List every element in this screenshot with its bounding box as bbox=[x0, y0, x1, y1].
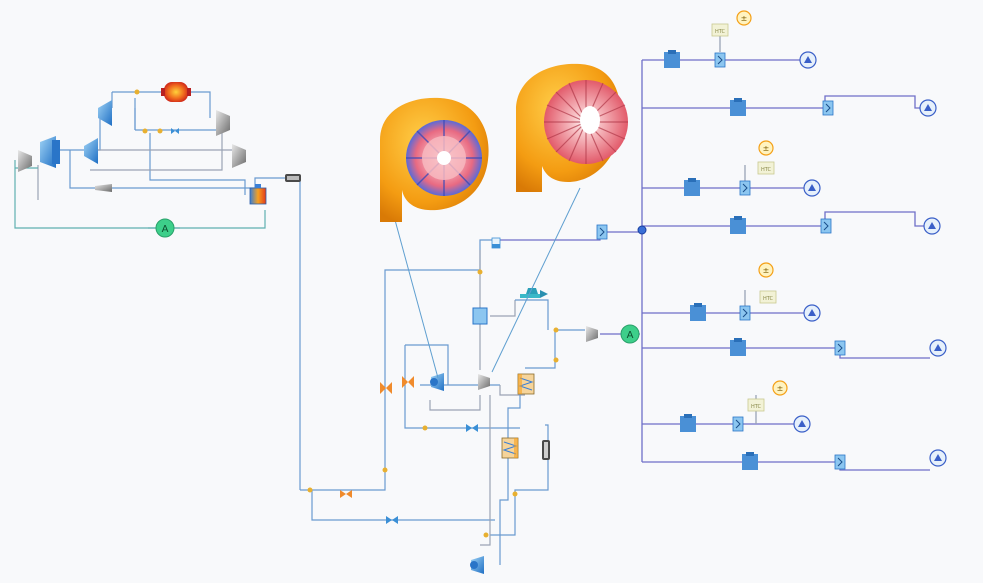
check-valve-3[interactable] bbox=[739, 180, 751, 196]
pump-blue-bottom[interactable] bbox=[470, 556, 484, 574]
turbine-gray-left[interactable] bbox=[18, 150, 32, 172]
htc-box-1[interactable]: HTC bbox=[711, 23, 729, 37]
check-valve-1[interactable] bbox=[714, 52, 726, 68]
pump-blue-mid[interactable] bbox=[84, 138, 98, 164]
cooling-row-4 bbox=[730, 216, 941, 235]
turbine-gray-top-right[interactable] bbox=[216, 110, 230, 136]
turbine-gray-mid-right[interactable] bbox=[232, 144, 246, 168]
cold-plate-4[interactable] bbox=[730, 216, 746, 234]
htc-badge-7[interactable]: ± bbox=[772, 380, 788, 396]
svg-text:HTC: HTC bbox=[761, 167, 772, 173]
outlet-valve-5[interactable] bbox=[803, 304, 821, 322]
htc-badge-5[interactable]: ± bbox=[758, 262, 774, 278]
cooling-row-6 bbox=[730, 338, 947, 357]
turbine-render-left[interactable] bbox=[380, 97, 489, 222]
cooling-row-3: HTC ± bbox=[684, 140, 821, 197]
valve-small-left[interactable] bbox=[171, 128, 179, 134]
check-valve-4[interactable] bbox=[820, 218, 832, 234]
outlet-valve-8[interactable] bbox=[929, 449, 947, 467]
outlet-valve-4[interactable] bbox=[923, 217, 941, 235]
bus-junction bbox=[637, 225, 647, 235]
valve-orange-2[interactable] bbox=[402, 376, 414, 388]
cooling-row-2 bbox=[730, 98, 937, 117]
outlet-valve-3[interactable] bbox=[803, 179, 821, 197]
outlet-valve-2[interactable] bbox=[919, 99, 937, 117]
htc-badge-3[interactable]: ± bbox=[758, 140, 774, 156]
cold-plate-8[interactable] bbox=[742, 452, 758, 470]
center-subsystem-pipes bbox=[300, 231, 640, 565]
heat-exchanger-center-top[interactable] bbox=[517, 373, 535, 395]
svg-text:±: ± bbox=[777, 384, 784, 393]
cooling-row-1: HTC ± bbox=[664, 10, 817, 69]
cold-plate-7[interactable] bbox=[680, 414, 696, 432]
turbine-gray-center[interactable] bbox=[478, 374, 490, 390]
tank-small-center[interactable] bbox=[491, 237, 501, 249]
cooling-row-7: HTC ± bbox=[680, 380, 811, 433]
callout-lines bbox=[394, 187, 581, 379]
nozzle-gray[interactable] bbox=[95, 184, 112, 192]
turbine-render-right[interactable] bbox=[516, 63, 628, 192]
cooling-row-5: HTC ± bbox=[690, 262, 821, 322]
outlet-valve-6[interactable] bbox=[929, 339, 947, 357]
ammeter-center[interactable]: A bbox=[620, 324, 640, 344]
valve-orange-3[interactable] bbox=[340, 490, 352, 498]
valve-blue-1[interactable] bbox=[466, 424, 478, 432]
compressor-gray-right[interactable] bbox=[586, 326, 598, 342]
heat-exchanger-left[interactable] bbox=[249, 184, 267, 205]
valve-blue-2[interactable] bbox=[386, 516, 398, 524]
htc-box-5[interactable]: HTC bbox=[759, 290, 777, 304]
htc-box-7[interactable]: HTC bbox=[747, 398, 765, 412]
center-valves bbox=[307, 269, 559, 538]
htc-badge-1[interactable]: ± bbox=[736, 10, 752, 26]
svg-text:±: ± bbox=[763, 266, 770, 275]
svg-text:A: A bbox=[627, 330, 634, 341]
ammeter-left[interactable]: A bbox=[155, 218, 175, 238]
svg-text:A: A bbox=[162, 224, 169, 235]
cold-plate-5[interactable] bbox=[690, 303, 706, 321]
right-bus-pipes bbox=[641, 30, 930, 471]
svg-text:±: ± bbox=[741, 14, 748, 23]
pump-blue-center[interactable] bbox=[430, 373, 444, 391]
valve-orange-1[interactable] bbox=[380, 382, 392, 394]
check-valve-7[interactable] bbox=[732, 416, 744, 432]
svg-text:±: ± bbox=[763, 144, 770, 153]
outlet-valve-7[interactable] bbox=[793, 415, 811, 433]
tank-element[interactable] bbox=[285, 174, 301, 182]
check-valve-5[interactable] bbox=[739, 305, 751, 321]
center-subsystem-components: A bbox=[307, 224, 640, 574]
outlet-valve-1[interactable] bbox=[799, 51, 817, 69]
cold-plate-1[interactable] bbox=[664, 50, 680, 68]
heater-element[interactable] bbox=[161, 82, 191, 102]
htc-box-3[interactable]: HTC bbox=[757, 161, 775, 175]
check-valve-center[interactable] bbox=[596, 224, 608, 240]
cold-plate-2[interactable] bbox=[730, 98, 746, 116]
tank-vertical-center[interactable] bbox=[542, 440, 550, 460]
heat-exchanger-center-bottom[interactable] bbox=[501, 437, 519, 459]
check-valve-8[interactable] bbox=[834, 454, 846, 470]
junction-left-1 bbox=[134, 89, 163, 134]
svg-text:HTC: HTC bbox=[751, 404, 762, 410]
check-valve-2[interactable] bbox=[822, 100, 834, 116]
compressor-blue-stack[interactable] bbox=[40, 136, 60, 168]
cold-plate-3[interactable] bbox=[684, 178, 700, 196]
svg-text:HTC: HTC bbox=[763, 296, 774, 302]
svg-text:HTC: HTC bbox=[715, 29, 726, 35]
check-valve-6[interactable] bbox=[834, 340, 846, 356]
flow-meter-teal[interactable] bbox=[520, 288, 548, 298]
left-subsystem-components: A bbox=[18, 82, 301, 238]
cold-plate-6[interactable] bbox=[730, 338, 746, 356]
valve-block-blue[interactable] bbox=[472, 307, 488, 325]
pump-blue-top[interactable] bbox=[98, 100, 112, 126]
cooling-row-8 bbox=[742, 449, 947, 470]
